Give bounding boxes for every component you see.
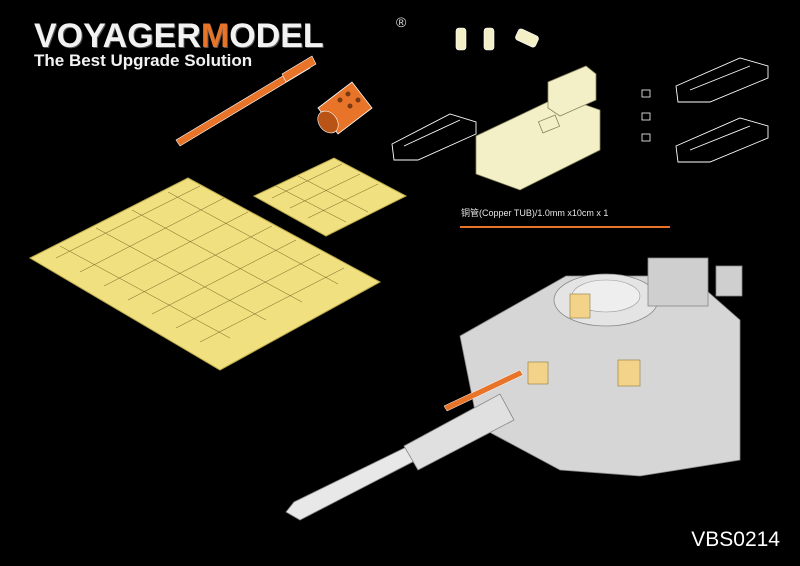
turret-illustration <box>285 257 743 521</box>
product-code: VBS0214 <box>691 528 780 551</box>
brand-tagline: The Best Upgrade Solution <box>34 51 253 70</box>
mount-lineart <box>391 113 477 161</box>
metal-barrel-part <box>175 55 317 147</box>
brand-name-part3: ODEL <box>229 17 324 55</box>
photo-etch-fret-small <box>252 157 408 237</box>
brand-name: VOYAGERMODEL <box>34 18 324 54</box>
caption-underline <box>460 226 670 228</box>
photo-etch-fret-large <box>28 177 382 371</box>
brand-name-accent: M <box>200 17 230 55</box>
muzzle-sleeve-part <box>317 81 373 135</box>
resin-gun-cradle <box>475 65 601 191</box>
small-pin-parts <box>641 89 651 142</box>
registered-mark: ® <box>396 14 407 30</box>
brand-name-part1: VOYAGER <box>34 17 201 55</box>
machine-gun-lineart <box>675 57 769 163</box>
resin-small-parts <box>455 27 539 51</box>
copper-tube-caption: 铜管(Copper TUB)/1.0mm x10cm x 1 <box>461 208 609 218</box>
brand-logo: VOYAGERMODEL ® <box>34 14 406 54</box>
